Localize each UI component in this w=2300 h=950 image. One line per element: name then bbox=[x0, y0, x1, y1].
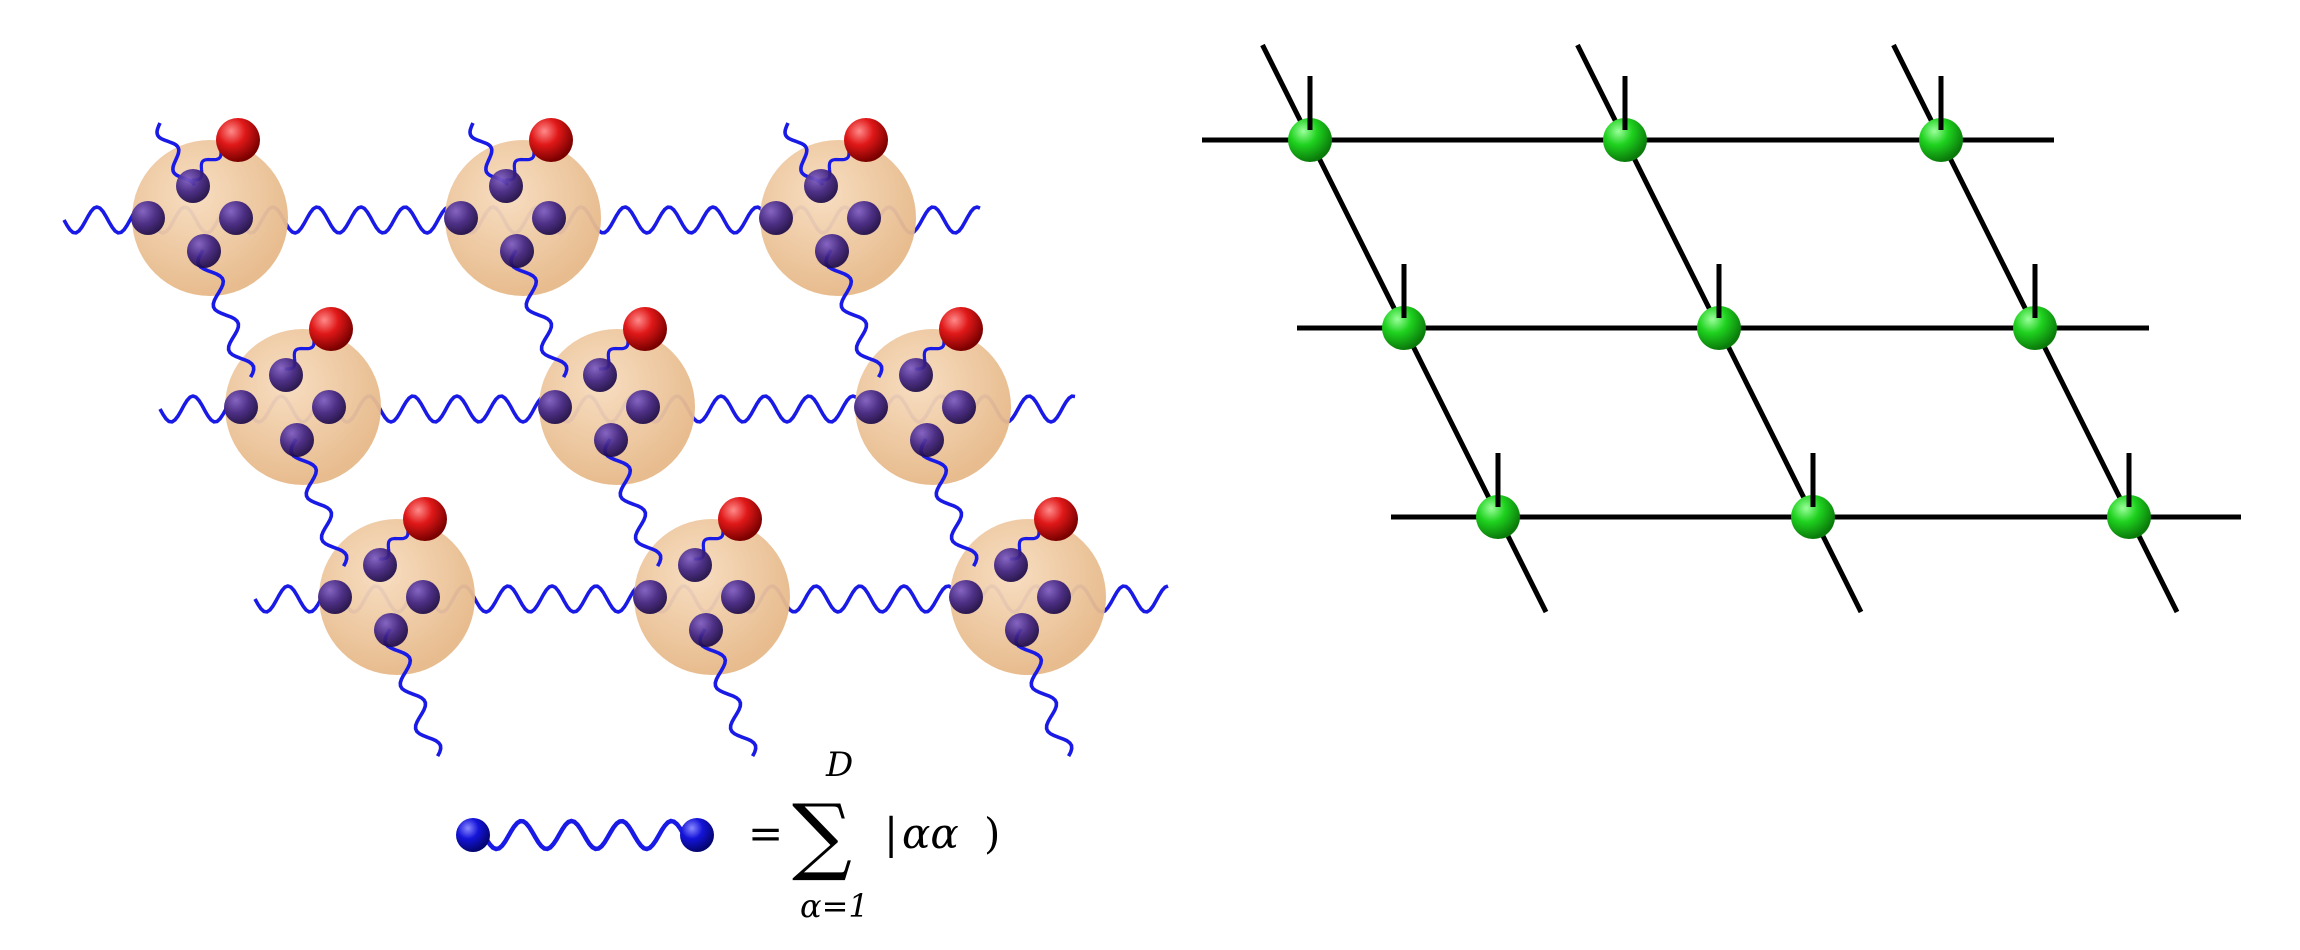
green-sphere-icon bbox=[1697, 306, 1741, 350]
diagonal-bond-wave bbox=[289, 438, 349, 567]
purple-sphere-icon bbox=[633, 580, 667, 614]
diagonal-bond-wave bbox=[383, 628, 443, 757]
site-sphere bbox=[132, 140, 288, 296]
tensor-network-lattice bbox=[1202, 43, 2241, 614]
purple-sphere-icon bbox=[899, 358, 933, 392]
purple-sphere-icon bbox=[626, 390, 660, 424]
site-sphere bbox=[225, 329, 381, 485]
purple-sphere-icon bbox=[804, 169, 838, 203]
purple-sphere-icon bbox=[312, 390, 346, 424]
purple-sphere-icon bbox=[219, 201, 253, 235]
purple-sphere-icon bbox=[318, 580, 352, 614]
purple-sphere-icon bbox=[500, 234, 534, 268]
green-sphere-icon bbox=[1476, 495, 1520, 539]
purple-sphere-icon bbox=[759, 201, 793, 235]
diagonal-bond-wave bbox=[1014, 628, 1074, 757]
site-layer bbox=[132, 140, 1106, 675]
purple-sphere-icon bbox=[721, 580, 755, 614]
formula-sum-symbol: ∑ bbox=[792, 786, 852, 884]
blue-sphere-icon bbox=[680, 818, 714, 852]
projected-entangled-pair-diagram bbox=[62, 118, 1169, 757]
purple-sphere-icon bbox=[444, 201, 478, 235]
red-sphere-icon bbox=[309, 307, 353, 351]
purple-sphere-icon bbox=[910, 423, 944, 457]
diagonal-bond-wave bbox=[919, 438, 979, 567]
diagonal-bond-wave bbox=[603, 438, 663, 567]
purple-sphere-icon bbox=[815, 234, 849, 268]
green-sphere-icon bbox=[1603, 118, 1647, 162]
purple-sphere-icon bbox=[1005, 613, 1039, 647]
site-sphere bbox=[319, 519, 475, 675]
site-sphere bbox=[539, 329, 695, 485]
red-sphere-icon bbox=[1034, 497, 1078, 541]
red-sphere-icon bbox=[939, 307, 983, 351]
bond-definition-legend: = ∑ D α=1 | αα ) bbox=[456, 745, 1000, 925]
purple-sphere-icon bbox=[994, 548, 1028, 582]
purple-sphere-icon bbox=[374, 613, 408, 647]
red-sphere-icon bbox=[718, 497, 762, 541]
purple-sphere-icon bbox=[689, 613, 723, 647]
purple-sphere-icon bbox=[949, 580, 983, 614]
formula-ket-close: ) bbox=[984, 809, 1000, 858]
site-sphere bbox=[855, 329, 1011, 485]
diagonal-bond-wave bbox=[824, 249, 884, 378]
purple-sphere-icon bbox=[224, 390, 258, 424]
red-sphere-icon bbox=[623, 307, 667, 351]
purple-sphere-icon bbox=[847, 201, 881, 235]
purple-sphere-icon bbox=[187, 234, 221, 268]
red-sphere-icon bbox=[216, 118, 260, 162]
formula-upper-limit: D bbox=[825, 745, 853, 785]
purple-sphere-icon bbox=[942, 390, 976, 424]
formula-equals: = bbox=[748, 809, 783, 858]
purple-sphere-icon bbox=[176, 169, 210, 203]
site-sphere bbox=[760, 140, 916, 296]
green-sphere-icon bbox=[2107, 495, 2151, 539]
overlay-layer bbox=[131, 118, 1078, 757]
green-sphere-icon bbox=[1382, 306, 1426, 350]
green-sphere-icon bbox=[1288, 118, 1332, 162]
blue-sphere-icon bbox=[456, 818, 490, 852]
purple-sphere-icon bbox=[363, 548, 397, 582]
site-sphere bbox=[950, 519, 1106, 675]
red-sphere-icon bbox=[529, 118, 573, 162]
diagonal-bond-wave bbox=[196, 249, 256, 378]
purple-sphere-icon bbox=[594, 423, 628, 457]
purple-sphere-icon bbox=[406, 580, 440, 614]
formula-lower-limit: α=1 bbox=[800, 887, 869, 925]
green-sphere-icon bbox=[2013, 306, 2057, 350]
purple-sphere-icon bbox=[1037, 580, 1071, 614]
purple-sphere-icon bbox=[538, 390, 572, 424]
lattice-nodes bbox=[1288, 76, 2151, 539]
site-sphere bbox=[445, 140, 601, 296]
red-sphere-icon bbox=[844, 118, 888, 162]
purple-sphere-icon bbox=[532, 201, 566, 235]
green-sphere-icon bbox=[1791, 495, 1835, 539]
purple-sphere-icon bbox=[489, 169, 523, 203]
formula-ket-content: αα bbox=[902, 809, 959, 858]
purple-sphere-icon bbox=[678, 548, 712, 582]
purple-sphere-icon bbox=[583, 358, 617, 392]
purple-sphere-icon bbox=[280, 423, 314, 457]
site-sphere bbox=[634, 519, 790, 675]
red-sphere-icon bbox=[403, 497, 447, 541]
purple-sphere-icon bbox=[269, 358, 303, 392]
diagonal-bond-wave bbox=[698, 628, 758, 757]
diagonal-bond-wave bbox=[509, 249, 569, 378]
legend-bond-wave bbox=[482, 818, 688, 852]
purple-sphere-icon bbox=[854, 390, 888, 424]
formula-ket-open: | bbox=[884, 809, 898, 858]
green-sphere-icon bbox=[1919, 118, 1963, 162]
purple-sphere-icon bbox=[131, 201, 165, 235]
